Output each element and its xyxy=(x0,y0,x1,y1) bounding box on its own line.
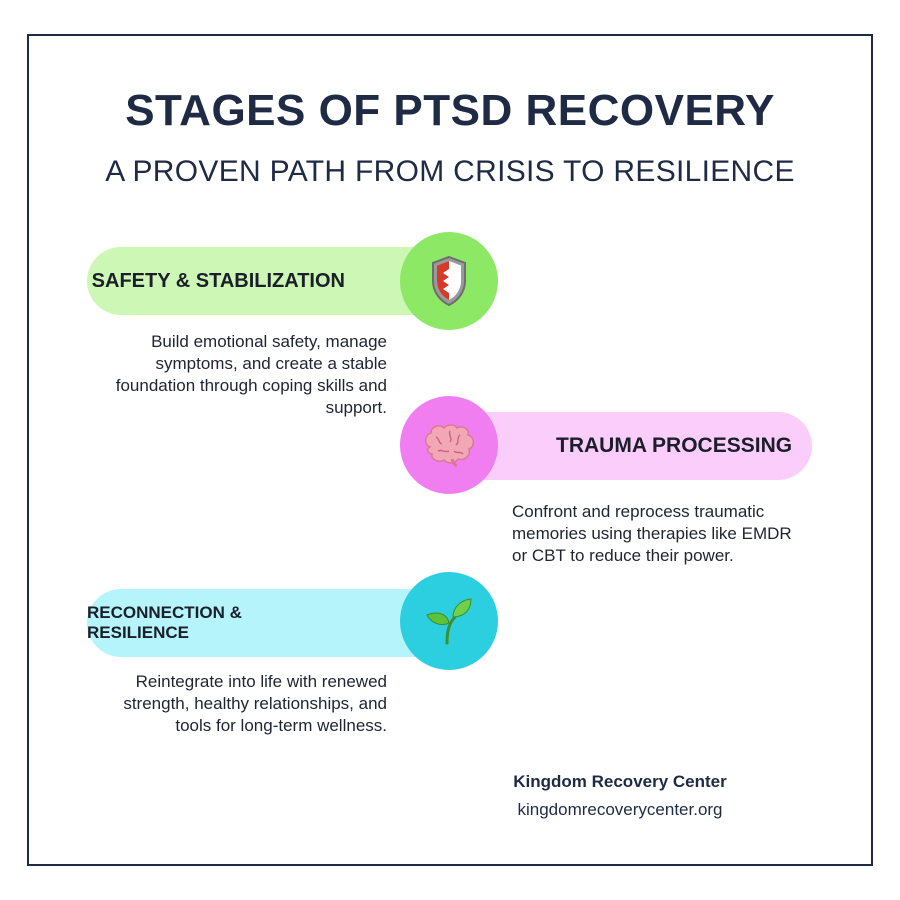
stage-2-circle xyxy=(400,396,498,494)
page-subtitle: A PROVEN PATH FROM CRISIS TO RESILIENCE xyxy=(105,155,795,188)
brand-name: Kingdom Recovery Center xyxy=(513,772,727,791)
stage-3-label: RECONNECTION & RESILIENCE xyxy=(87,603,242,642)
stage-2-label: TRAUMA PROCESSING xyxy=(556,434,793,457)
stage-1-circle xyxy=(400,232,498,330)
seedling-icon xyxy=(426,598,472,645)
stage-3-pill: RECONNECTION & RESILIENCE xyxy=(87,589,457,657)
stage-3-description: Reintegrate into life with renewed stren… xyxy=(123,672,387,735)
brain-icon xyxy=(424,424,475,467)
page-title: STAGES OF PTSD RECOVERY xyxy=(125,86,775,135)
stage-2-pill: TRAUMA PROCESSING xyxy=(442,412,812,480)
stage-2-description: Confront and reprocess traumatic memorie… xyxy=(512,502,792,565)
infographic-frame xyxy=(27,34,873,866)
website-link[interactable]: kingdomrecoverycenter.org xyxy=(517,800,723,819)
stage-1-pill: SAFETY & STABILIZATION xyxy=(87,247,457,315)
stage-1-description: Build emotional safety, manage symptoms,… xyxy=(115,332,387,417)
shield-icon xyxy=(432,255,466,307)
stage-1-label: SAFETY & STABILIZATION xyxy=(91,269,345,292)
stage-3-circle xyxy=(400,572,498,670)
